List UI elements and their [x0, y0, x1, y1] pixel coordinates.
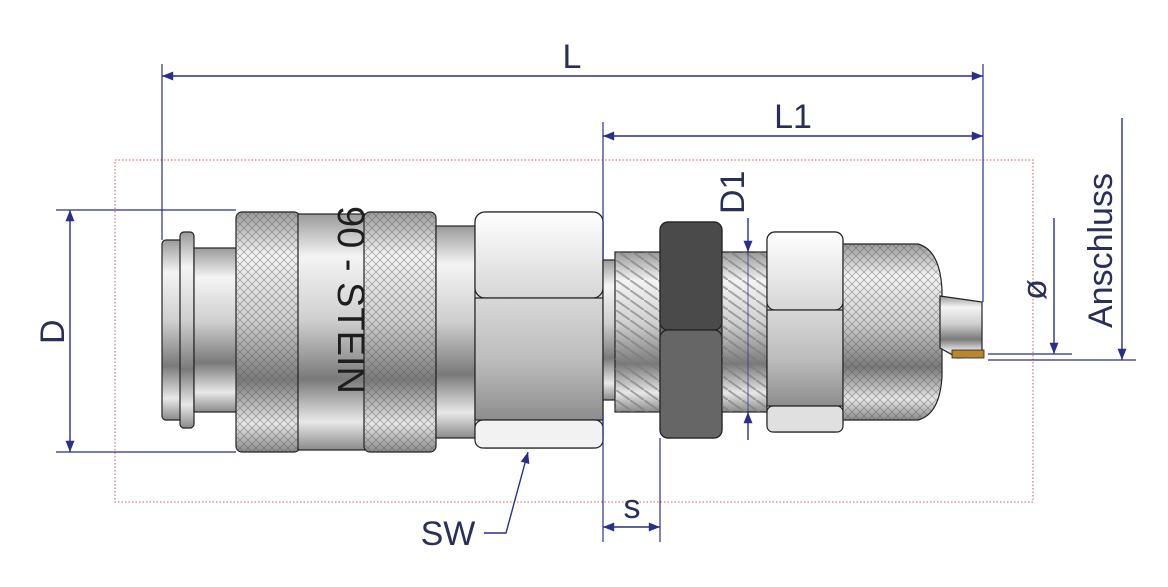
threaded-shank — [602, 221, 769, 439]
dimension-label-d1: D1 — [714, 171, 752, 214]
dimension-label-l1: L1 — [774, 98, 812, 136]
tube-connector — [766, 231, 985, 433]
leader-line-sw — [484, 451, 530, 534]
dimension-label-l: L — [563, 38, 582, 76]
hex-nut-large — [474, 211, 604, 449]
dimension-label-phi: ø — [1016, 279, 1054, 300]
dimension-label-s: s — [624, 488, 641, 526]
dimension-label-anschluss: Anschluss — [1082, 173, 1120, 328]
engraving-text: 90 - STEIN — [329, 206, 371, 394]
coupling-body — [161, 211, 479, 453]
dimension-label-d: D — [34, 319, 72, 344]
bounding-frame — [114, 159, 1034, 503]
dimension-label-sw: SW — [421, 515, 476, 553]
